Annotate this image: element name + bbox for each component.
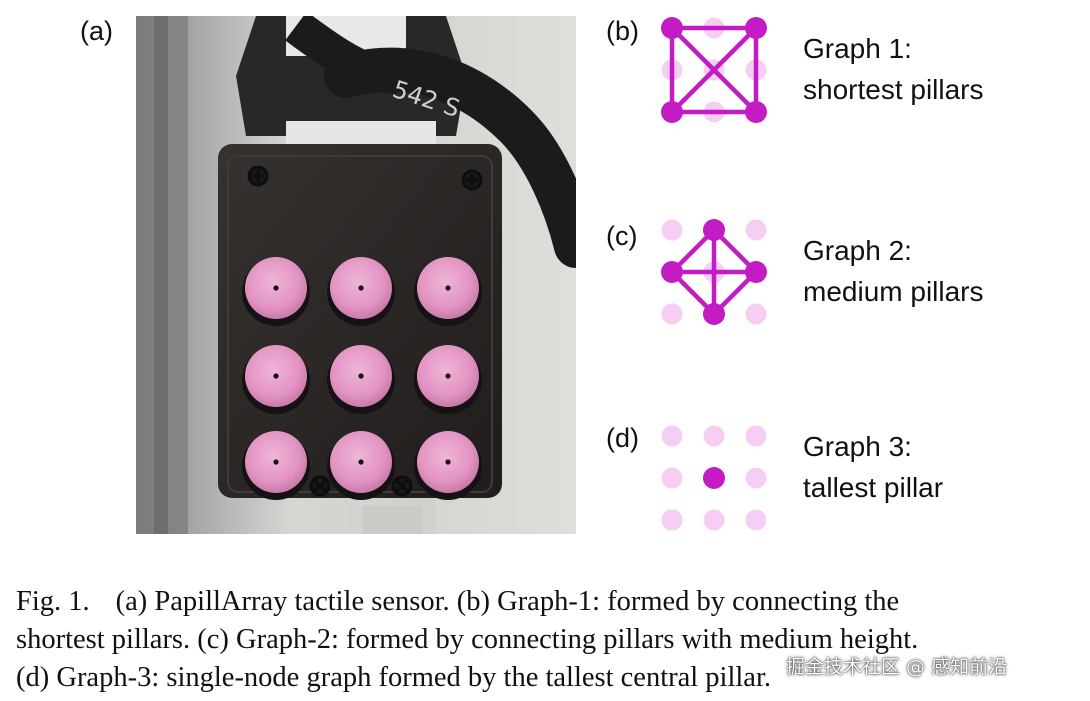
panel-label-d: (d): [606, 423, 639, 453]
graph-node-inactive: [661, 219, 683, 241]
graph-node-inactive: [745, 467, 767, 489]
graph-2-diagram: [661, 219, 767, 325]
graph-node-inactive: [661, 303, 683, 325]
graph-node-inactive: [745, 219, 767, 241]
graph-node-active: [745, 101, 767, 123]
graph-1-label: Graph 1: shortest pillars: [803, 28, 984, 110]
graph-node-inactive: [745, 509, 767, 531]
panel-label-a: (a): [80, 16, 113, 46]
caption-line-1: Fig. 1. (a) PapillArray tactile sensor. (…: [16, 583, 1078, 621]
papillarray-sensor-photo: 542 S: [136, 16, 576, 534]
caption-line-2: shortest pillars. (c) Graph-2: formed by…: [16, 624, 919, 655]
pillar-center-dot: [273, 459, 279, 465]
graph-node-active: [745, 261, 767, 283]
pillar-center-dot: [273, 373, 279, 379]
graph-node-inactive: [661, 425, 683, 447]
watermark: 掘金技术社区 @ 感知前沿: [786, 656, 1008, 678]
graph-1-title: Graph 1:: [803, 33, 912, 64]
caption-line-1-text: (a) PapillArray tactile sensor. (b) Grap…: [115, 586, 900, 617]
graph-node-active: [661, 101, 683, 123]
graph-node-active: [703, 467, 725, 489]
graph-node-active: [703, 303, 725, 325]
graph-3-subtitle: tallest pillar: [803, 472, 944, 503]
graph-node-inactive: [703, 509, 725, 531]
graph-2-label: Graph 2: medium pillars: [803, 230, 984, 312]
pillar-center-dot: [445, 459, 451, 465]
graph-3-diagram: [661, 425, 767, 531]
graph-edge: [670, 26, 758, 114]
pillar-center-dot: [358, 285, 364, 291]
pillar-center-dot: [273, 285, 279, 291]
graph-node-inactive: [661, 509, 683, 531]
pillar-center-dot: [358, 373, 364, 379]
graph-3-label: Graph 3: tallest pillar: [803, 426, 943, 508]
caption-fig-number: Fig. 1.: [16, 586, 90, 617]
graph-node-inactive: [661, 467, 683, 489]
graph-node-inactive: [745, 303, 767, 325]
panel-label-b: (b): [606, 16, 639, 46]
pillar-center-dot: [445, 285, 451, 291]
graph-node-active: [745, 17, 767, 39]
graph-1-subtitle: shortest pillars: [803, 74, 984, 105]
panel-label-c: (c): [606, 221, 638, 251]
pillar-center-dot: [445, 373, 451, 379]
pillar-center-dot: [358, 459, 364, 465]
graph-2-subtitle: medium pillars: [803, 276, 984, 307]
graph-1-diagram: [661, 17, 767, 123]
graph-node-inactive: [703, 425, 725, 447]
caption-line-3: (d) Graph-3: single-node graph formed by…: [16, 662, 771, 693]
figure-caption: Fig. 1. (a) PapillArray tactile sensor. (…: [16, 583, 1078, 697]
graph-node-inactive: [745, 425, 767, 447]
graph-3-title: Graph 3:: [803, 431, 912, 462]
graph-node-active: [661, 261, 683, 283]
graph-node-active: [703, 219, 725, 241]
graph-node-active: [661, 17, 683, 39]
graph-2-title: Graph 2:: [803, 235, 912, 266]
